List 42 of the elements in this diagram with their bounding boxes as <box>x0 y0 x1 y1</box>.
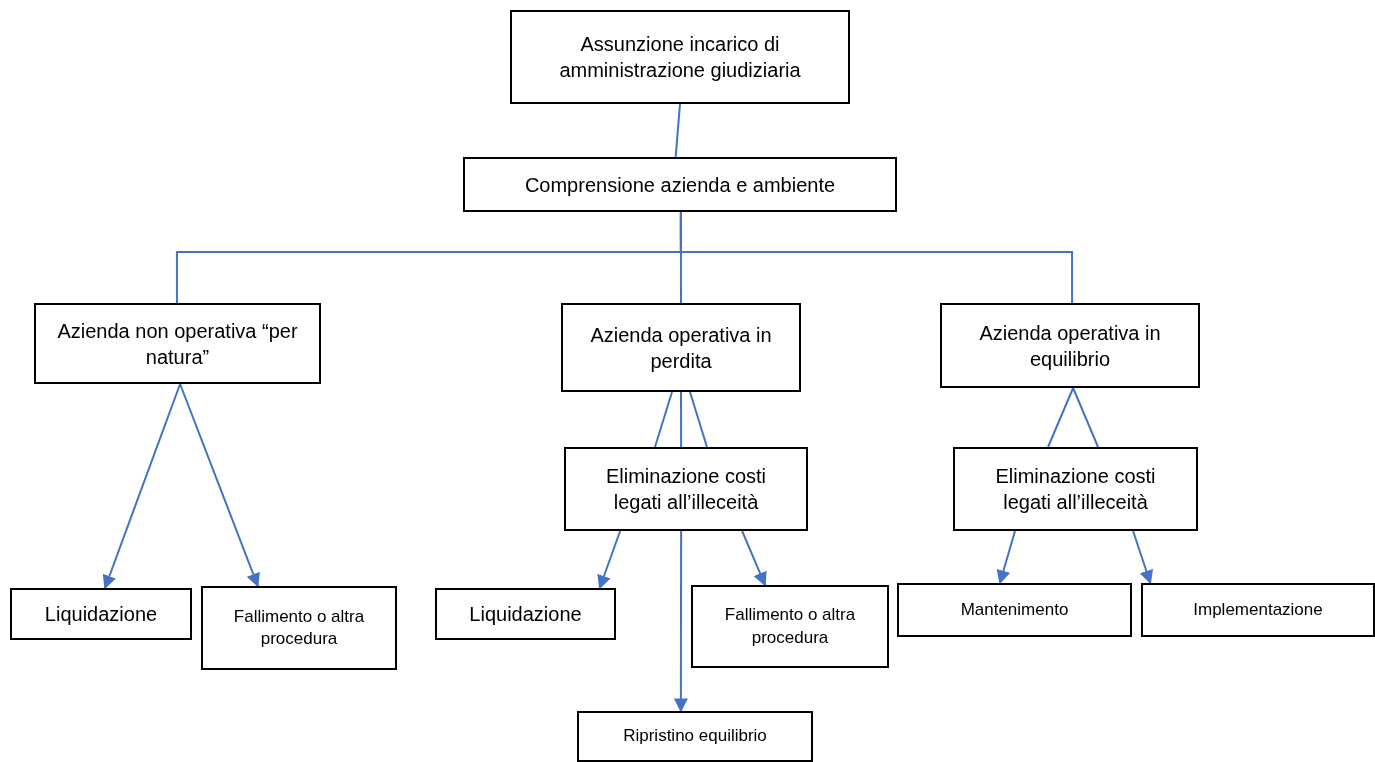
process-box <box>463 157 897 212</box>
process-box <box>897 583 1132 637</box>
box-label: Mantenimento <box>960 598 1069 621</box>
box-label: Comprensione azienda e ambiente <box>524 172 836 198</box>
connector-line <box>1047 387 1075 448</box>
arrow <box>673 530 688 713</box>
process-box <box>201 586 397 670</box>
arrow <box>1132 530 1154 585</box>
connector-line <box>680 391 683 448</box>
process-box <box>940 303 1200 388</box>
box-label: Liquidazione <box>44 602 158 627</box>
box-label: Assunzione incarico di amministrazione giudiziaria <box>558 32 802 83</box>
box-label: Fallimento o altra procedura <box>723 604 857 649</box>
box-label: Fallimento o altra procedura <box>232 605 366 650</box>
connector-line <box>679 211 1074 304</box>
process-box <box>1141 583 1375 637</box>
box-label: Implementazione <box>1193 598 1323 621</box>
box-label: Eliminazione costi legati all’illeceità <box>604 464 768 515</box>
process-box <box>577 711 813 762</box>
box-label: Ripristino equilibrio <box>623 725 767 748</box>
connector-line <box>689 391 708 448</box>
box-label: Eliminazione costi legati all’illeceità <box>994 464 1157 515</box>
process-box <box>510 10 850 104</box>
arrow <box>179 383 260 588</box>
process-box <box>10 588 192 640</box>
process-box <box>435 588 616 640</box>
arrow <box>996 530 1016 585</box>
connector-line <box>654 391 673 448</box>
process-box <box>953 447 1198 531</box>
process-box <box>561 303 801 392</box>
process-box <box>34 303 321 384</box>
box-label: Azienda operativa in perdita <box>589 322 773 374</box>
connector-line <box>674 103 681 158</box>
process-box <box>564 447 808 531</box>
arrow <box>597 530 622 590</box>
box-label: Liquidazione <box>469 602 582 627</box>
arrow <box>102 383 182 590</box>
box-label: Azienda non operativa “per natura” <box>56 318 299 370</box>
process-box <box>691 585 889 668</box>
arrow <box>741 530 767 587</box>
connector-line <box>1072 387 1100 448</box>
box-label: Azienda operativa in equilibrio <box>978 320 1162 372</box>
